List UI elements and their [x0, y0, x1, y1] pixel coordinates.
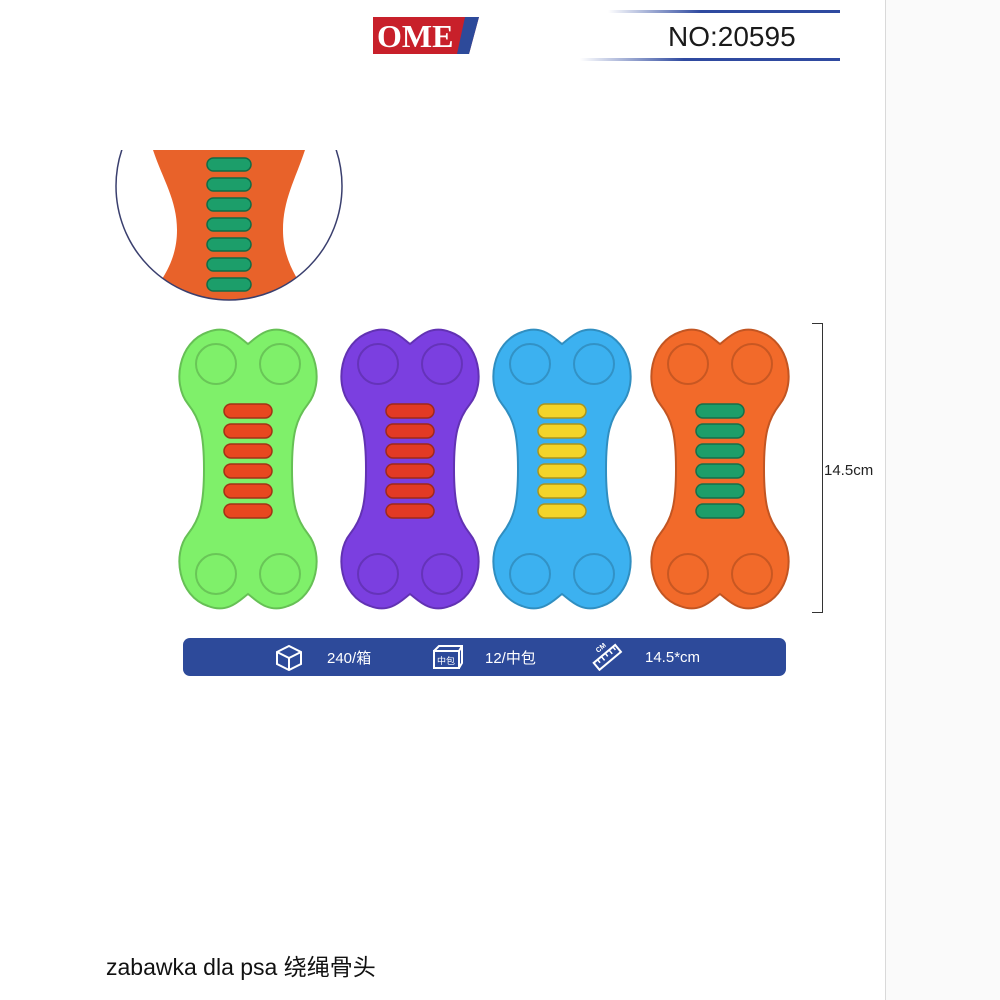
- paw-emboss: [195, 343, 237, 385]
- rope-coil: [537, 423, 587, 439]
- paw-emboss: [259, 553, 301, 595]
- model-number: NO:20595: [668, 21, 796, 52]
- paw-emboss: [573, 553, 615, 595]
- rope-coil: [385, 483, 435, 499]
- paw-emboss: [357, 343, 399, 385]
- rope-coil: [385, 423, 435, 439]
- rope-coil: [385, 463, 435, 479]
- rope-coil: [537, 443, 587, 459]
- rope-coil: [537, 403, 587, 419]
- rope-coil: [385, 403, 435, 419]
- height-dimension-label: 14.5cm: [824, 462, 874, 479]
- header-rule-bottom: [580, 58, 840, 61]
- zoom-rope-coil: [206, 237, 252, 252]
- paw-emboss: [421, 343, 463, 385]
- packing-info-bar: 240/箱 中包 12/中包 CM 14.5*cm: [183, 638, 786, 676]
- panel-divider: [885, 0, 886, 1000]
- height-dimension-bracket: [812, 323, 823, 613]
- zoom-rope-coil: [206, 217, 252, 232]
- paw-emboss: [731, 343, 773, 385]
- zoom-detail: [115, 150, 343, 301]
- product-caption: zabawka dla psa 绕绳骨头: [106, 954, 376, 980]
- rope-coil: [695, 463, 745, 479]
- rope-coil: [695, 443, 745, 459]
- zoom-rope-coil: [206, 177, 252, 192]
- rope-coil: [223, 463, 273, 479]
- ruler-icon-text: CM: [595, 643, 608, 655]
- product-bone-2: [340, 328, 480, 610]
- carton-quantity-text: 240/箱: [327, 649, 372, 667]
- rope-coil: [223, 483, 273, 499]
- inner-pack-quantity-text: 12/中包: [485, 649, 536, 667]
- rope-coil: [695, 503, 745, 519]
- rope-coil: [537, 463, 587, 479]
- paw-emboss: [195, 553, 237, 595]
- paw-emboss: [357, 553, 399, 595]
- rope-coil: [537, 483, 587, 499]
- rope-coil: [695, 423, 745, 439]
- zoom-rope-coil: [206, 197, 252, 212]
- right-panel: [886, 0, 1000, 1000]
- header-rule-top: [608, 10, 840, 13]
- inner-pack-quantity: 中包 12/中包: [431, 638, 536, 676]
- product-size-text: 14.5*cm: [645, 648, 701, 666]
- inner-pack-icon: 中包: [433, 645, 463, 669]
- product-bone-1: [178, 328, 318, 610]
- rope-coil: [223, 423, 273, 439]
- paw-emboss: [259, 343, 301, 385]
- inner-pack-icon-text: 中包: [437, 655, 455, 666]
- rope-coil: [223, 503, 273, 519]
- rope-coil: [695, 403, 745, 419]
- product-lineup: [178, 328, 790, 610]
- paw-emboss: [509, 553, 551, 595]
- rope-coil: [385, 443, 435, 459]
- rope-coil: [385, 503, 435, 519]
- product-bone-3: [492, 328, 632, 610]
- product-size: CM 14.5*cm: [591, 638, 700, 676]
- rope-coil: [695, 483, 745, 499]
- paw-emboss: [667, 553, 709, 595]
- brand-logo: [373, 17, 479, 54]
- paw-emboss: [421, 553, 463, 595]
- paw-emboss: [573, 343, 615, 385]
- rope-coil: [223, 443, 273, 459]
- carton-quantity: 240/箱: [273, 638, 371, 676]
- paw-emboss: [731, 553, 773, 595]
- paw-emboss: [667, 343, 709, 385]
- rope-coil: [223, 403, 273, 419]
- paw-emboss: [509, 343, 551, 385]
- box-icon: [276, 644, 302, 671]
- zoom-rope-coil: [206, 157, 252, 172]
- zoom-rope-coil: [206, 277, 252, 292]
- product-bone-4: [650, 328, 790, 610]
- zoom-rope-coil: [206, 257, 252, 272]
- brand-name: OME: [377, 18, 454, 54]
- rope-coil: [537, 503, 587, 519]
- ruler-icon: CM: [592, 643, 623, 671]
